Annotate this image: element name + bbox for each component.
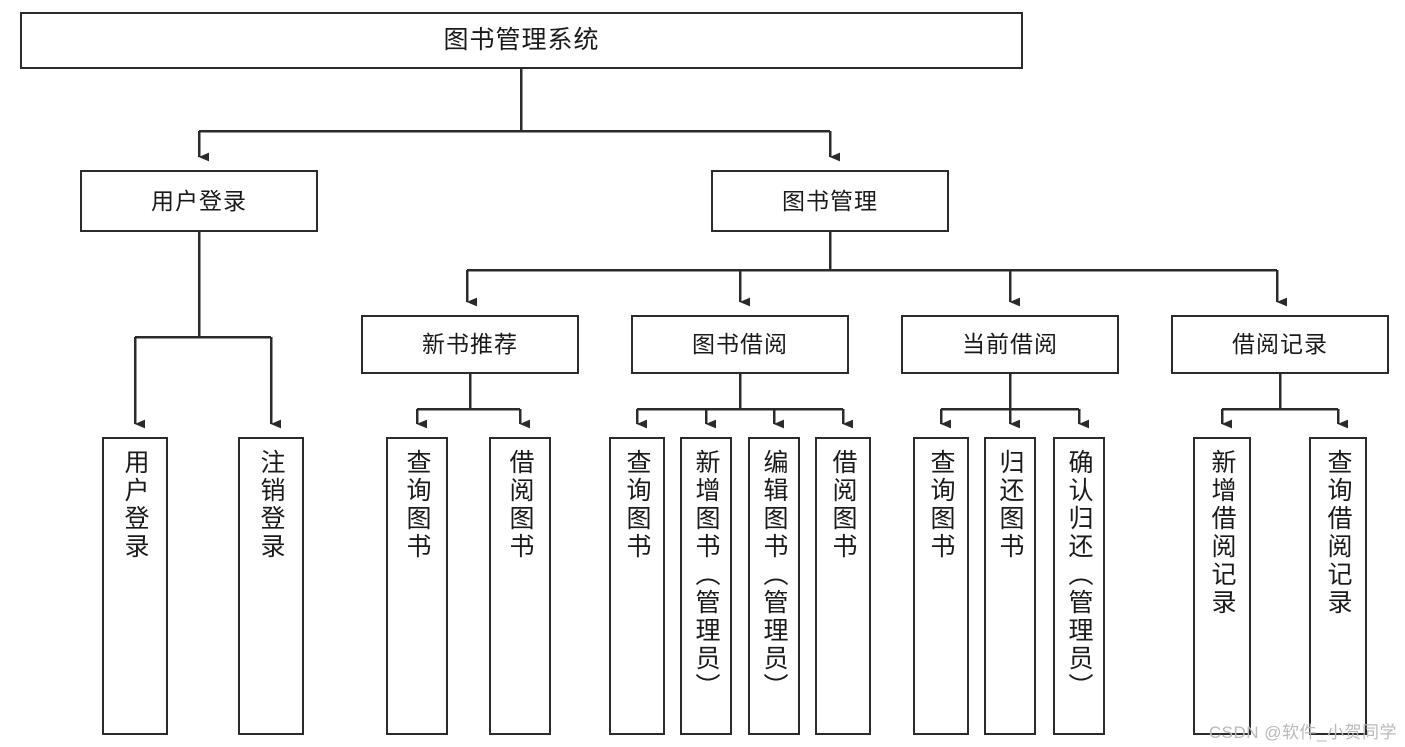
node-leaf-add-book[interactable]: 新增图书（管理员） [680, 437, 732, 735]
node-leaf-query-book-2[interactable]: 查询图书 [609, 437, 665, 735]
node-book-management[interactable]: 图书管理 [711, 170, 949, 232]
node-label: 新书推荐 [422, 331, 518, 357]
node-new-book-recommend[interactable]: 新书推荐 [361, 315, 579, 374]
node-label: 编辑图书（管理员） [760, 449, 788, 701]
node-current-borrow[interactable]: 当前借阅 [901, 315, 1119, 374]
node-leaf-query-book-1[interactable]: 查询图书 [386, 437, 448, 735]
node-label: 借阅记录 [1232, 331, 1328, 357]
node-label: 新增图书（管理员） [692, 449, 720, 701]
node-label: 图书管理系统 [443, 26, 600, 54]
node-label: 借阅图书 [829, 449, 857, 561]
node-label: 用户登录 [151, 187, 247, 214]
node-leaf-query-book-3[interactable]: 查询图书 [913, 437, 969, 735]
node-leaf-edit-book[interactable]: 编辑图书（管理员） [748, 437, 800, 735]
node-leaf-borrow-book-1[interactable]: 借阅图书 [489, 437, 551, 735]
node-label: 当前借阅 [962, 331, 1058, 357]
node-label: 用户登录 [121, 449, 149, 561]
node-label: 查询图书 [403, 449, 431, 561]
node-label: 确认归还（管理员） [1065, 449, 1093, 701]
node-label: 查询图书 [623, 449, 651, 561]
node-borrow-record[interactable]: 借阅记录 [1171, 315, 1389, 374]
node-root-book-management-system[interactable]: 图书管理系统 [20, 12, 1023, 69]
node-leaf-query-record[interactable]: 查询借阅记录 [1309, 437, 1367, 735]
node-leaf-borrow-book-2[interactable]: 借阅图书 [815, 437, 871, 735]
node-label: 图书管理 [782, 187, 878, 214]
node-user-login[interactable]: 用户登录 [80, 170, 318, 232]
node-label: 借阅图书 [506, 449, 534, 561]
node-leaf-return-book[interactable]: 归还图书 [984, 437, 1036, 735]
node-label: 查询图书 [927, 449, 955, 561]
node-label: 注销登录 [257, 449, 285, 561]
node-label: 新增借阅记录 [1208, 449, 1236, 617]
node-leaf-user-login[interactable]: 用户登录 [102, 437, 168, 735]
node-leaf-add-record[interactable]: 新增借阅记录 [1193, 437, 1251, 735]
node-label: 图书借阅 [692, 331, 788, 357]
node-leaf-logout[interactable]: 注销登录 [238, 437, 304, 735]
node-leaf-confirm-return[interactable]: 确认归还（管理员） [1053, 437, 1105, 735]
node-label: 查询借阅记录 [1324, 449, 1352, 617]
node-book-borrow[interactable]: 图书借阅 [631, 315, 849, 374]
node-label: 归还图书 [996, 449, 1024, 561]
